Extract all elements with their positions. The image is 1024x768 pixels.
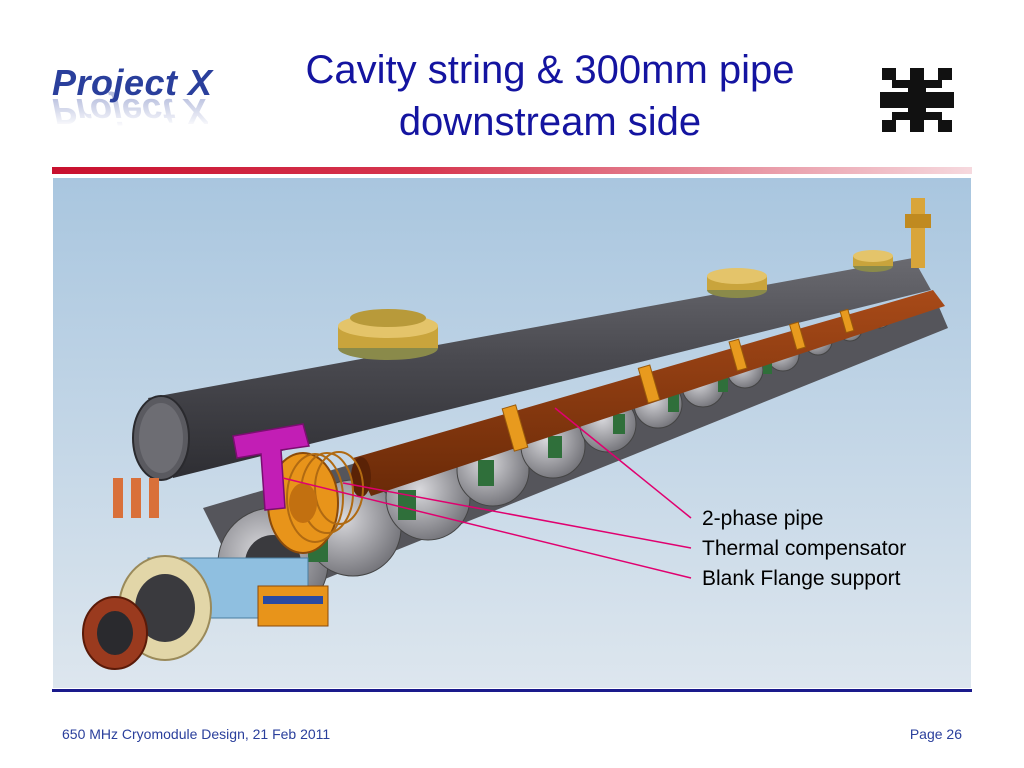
beam-pipe-end: [82, 478, 329, 670]
slide-title: Cavity string & 300mm pipe downstream si…: [250, 44, 850, 148]
annotation-thermal-compensator: Thermal compensator: [702, 537, 907, 560]
footer-left-text: 650 MHz Cryomodule Design, 21 Feb 2011: [62, 726, 331, 742]
cryomodule-render: [53, 178, 971, 688]
title-line-1: Cavity string & 300mm pipe: [305, 48, 795, 92]
leader-lines: [282, 407, 692, 579]
logo-text: Project X: [52, 62, 213, 103]
top-flange-3: [853, 250, 893, 272]
header-divider: [52, 167, 972, 174]
300mm-pipe: [132, 198, 931, 481]
blank-flange-support: [232, 423, 310, 511]
annotation-two-phase-pipe: 2-phase pipe: [702, 507, 824, 530]
two-phase-pipe: [351, 290, 945, 497]
page-number: Page 26: [909, 726, 962, 742]
fermilab-logo-icon: [880, 68, 954, 132]
project-x-logo: Project X Project X: [52, 62, 242, 142]
title-line-2: downstream side: [398, 100, 702, 144]
footer-divider: [52, 689, 972, 692]
logo-reflection: Project X: [52, 91, 209, 132]
top-flange-1: [338, 309, 438, 360]
annotation-blank-flange-support: Blank Flange support: [702, 567, 901, 590]
top-flange-2: [707, 268, 767, 298]
